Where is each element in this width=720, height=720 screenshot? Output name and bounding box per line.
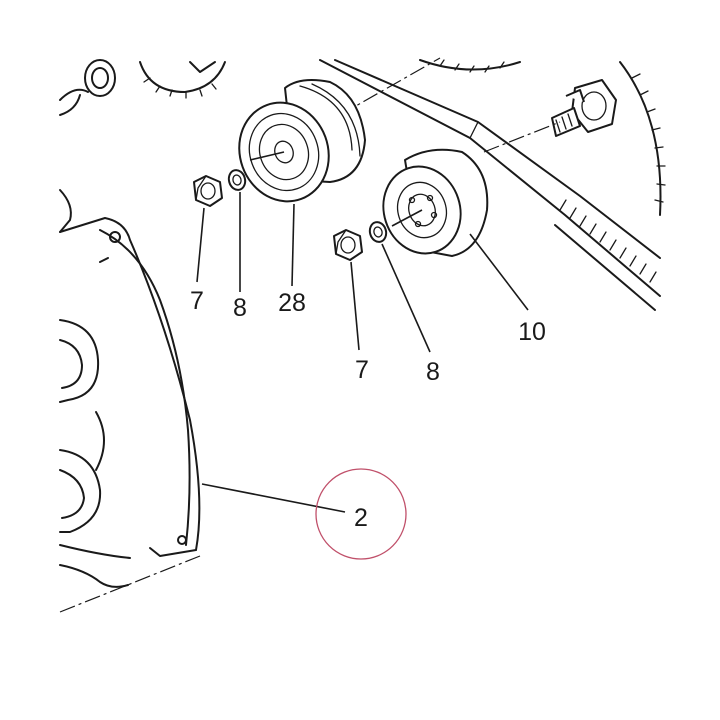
- nut-7-left: [193, 175, 223, 207]
- callout-label-8-left: 8: [233, 294, 247, 322]
- callout-label-10: 10: [518, 318, 546, 346]
- washer-top-left: [59, 59, 116, 116]
- timing-belt: [319, 59, 661, 311]
- centerline-upper: [339, 57, 441, 116]
- leader-lines: [196, 192, 529, 513]
- idler-pulley-28: [238, 79, 366, 203]
- callout-label-7-right: 7: [355, 356, 369, 384]
- callout-label-28: 28: [278, 289, 306, 317]
- callout-label-8-right: 8: [426, 358, 440, 386]
- idler-pulley-10: [382, 148, 489, 257]
- nut-7-right: [333, 229, 363, 261]
- engine-block: [59, 189, 131, 588]
- camshaft-sprocket-left: [139, 61, 226, 99]
- camshaft-sprocket-right: [619, 61, 666, 216]
- centerline-lower: [59, 555, 201, 613]
- washer-8-left: [227, 169, 247, 191]
- bolt-right: [551, 79, 617, 137]
- callout-label-7-left: 7: [190, 287, 204, 315]
- timing-cover-2: [59, 217, 201, 557]
- washer-8-right: [368, 221, 388, 243]
- callout-label-2: 2: [354, 504, 368, 532]
- highlight-circle: [315, 468, 407, 560]
- centerline-bolt: [483, 121, 561, 153]
